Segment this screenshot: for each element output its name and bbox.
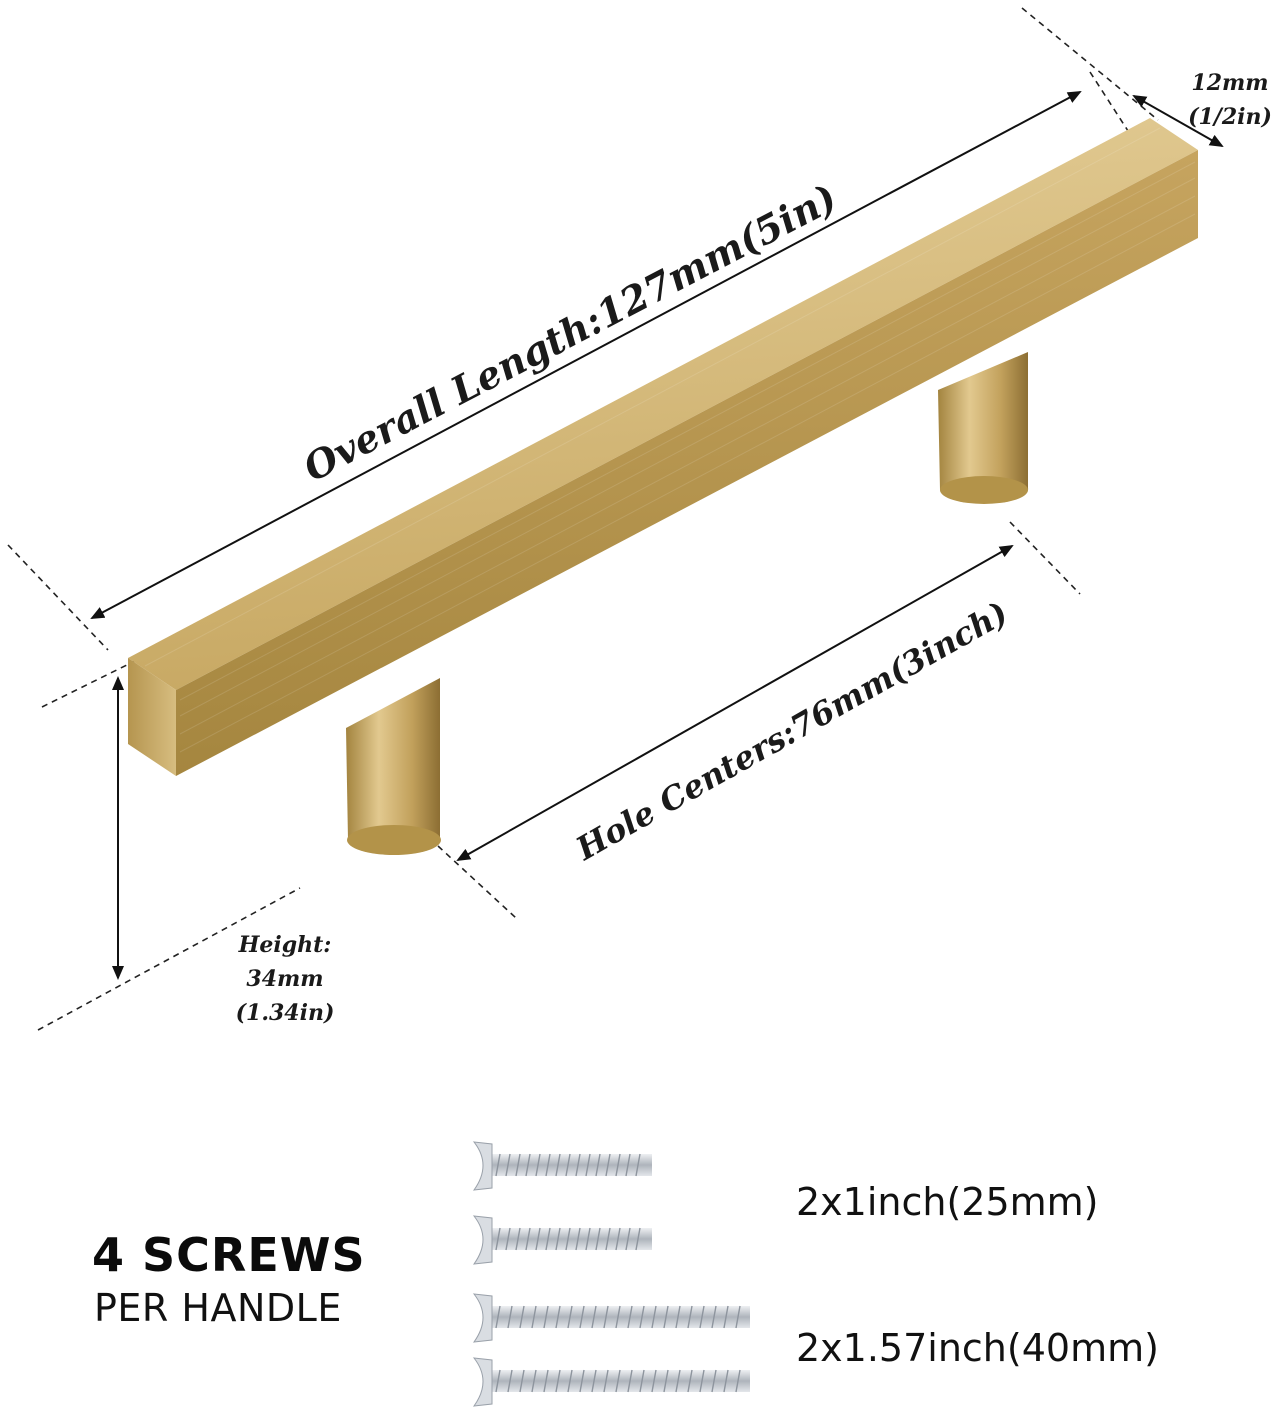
ext-line-height-top xyxy=(41,655,146,708)
hole-centers-arrow xyxy=(456,545,1014,861)
left-post xyxy=(346,678,441,855)
ext-line-height-bottom xyxy=(37,887,301,1031)
handle-bar-end xyxy=(128,658,176,776)
ext-line-post-left xyxy=(437,845,517,919)
short-screw-spec: 2x1inch(25mm) xyxy=(796,1180,1099,1224)
right-post xyxy=(938,352,1029,504)
handle-bar-top xyxy=(128,118,1198,690)
ext-line-right-end xyxy=(1089,71,1131,135)
height-title: Height: xyxy=(238,932,332,958)
height-in: (1.34in) xyxy=(235,1000,335,1027)
long-screw-1 xyxy=(472,1293,750,1343)
short-screw-1 xyxy=(472,1141,652,1191)
width-arrow xyxy=(1132,95,1224,147)
width-mm: 12mm xyxy=(1191,70,1269,96)
long-screw-spec: 2x1.57inch(40mm) xyxy=(796,1326,1159,1370)
height-mm: 34mm xyxy=(246,966,324,993)
ext-line-top-right xyxy=(1021,7,1159,121)
screws-group xyxy=(472,1141,750,1407)
screws-per-handle: PER HANDLE xyxy=(94,1286,342,1330)
ext-line-left-end xyxy=(7,544,109,651)
long-screw-2 xyxy=(472,1357,750,1407)
short-screw-2 xyxy=(472,1215,652,1265)
height-label: Height: 34mm (1.34in) xyxy=(220,928,350,1030)
overall-length-arrow xyxy=(90,91,1082,619)
screws-count-title: 4 SCREWS xyxy=(92,1228,366,1282)
width-label: 12mm (1/2in) xyxy=(1180,66,1280,134)
ext-line-post-right xyxy=(1009,521,1081,595)
width-in: (1/2in) xyxy=(1188,104,1272,131)
